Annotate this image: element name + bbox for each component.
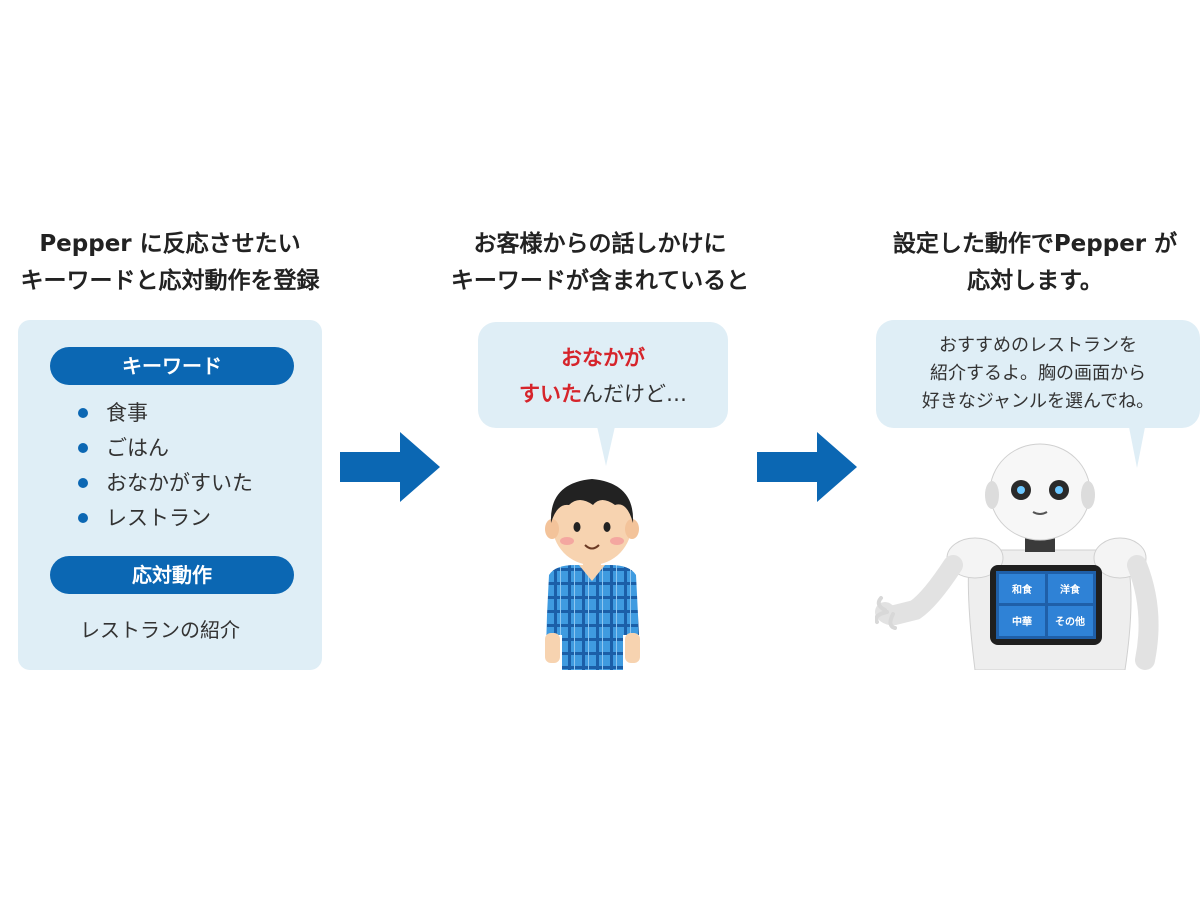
- tablet-cell: 洋食: [1060, 583, 1081, 596]
- speech-text: んだけど…: [582, 382, 687, 406]
- speech-line: 好きなジャンルを選んでね。: [921, 391, 1155, 412]
- step2-heading-line2: キーワードが含まれていると: [450, 268, 750, 294]
- response-pill: 応対動作: [50, 556, 294, 594]
- bullet-icon: [78, 513, 88, 523]
- bullet-icon: [78, 478, 88, 488]
- bullet-icon: [78, 408, 88, 418]
- customer-speech-bubble: おなかが すいたんだけど…: [478, 322, 728, 466]
- speech-line: 紹介するよ。胸の画面から: [930, 363, 1146, 384]
- keyword-text: ごはん: [106, 436, 169, 460]
- step1-heading-line2: キーワードと応対動作を登録: [20, 268, 320, 294]
- pepper-speech-bubble: おすすめのレストランを 紹介するよ。胸の画面から 好きなジャンルを選んでね。: [876, 320, 1200, 468]
- keyword-text: おなかがすいた: [106, 471, 253, 495]
- step1-heading-line1: Pepper に反応させたい: [39, 231, 301, 257]
- highlight-keyword: おなかが: [561, 346, 645, 370]
- registration-panel: キーワード 食事 ごはん おなかがすいた レストラン 応対動作 レストランの紹介: [18, 320, 322, 670]
- customer-illustration: [545, 479, 640, 670]
- right-arrow-icon: [757, 432, 857, 502]
- speech-line: おすすめのレストランを: [939, 335, 1137, 356]
- response-text: レストランの紹介: [80, 618, 240, 642]
- keyword-text: 食事: [106, 401, 148, 425]
- keyword-item: レストラン: [76, 501, 253, 536]
- speech-tail: [1128, 422, 1146, 468]
- right-arrow-icon: [340, 432, 440, 502]
- speech-tail: [596, 422, 616, 466]
- step3-heading: 設定した動作でPepper が 応対します。: [870, 226, 1200, 300]
- keyword-list: 食事 ごはん おなかがすいた レストラン: [76, 396, 253, 536]
- pepper-robot-illustration: 和食 洋食 中華 その他: [875, 443, 1159, 670]
- tablet-cell: その他: [1055, 615, 1085, 628]
- customer-speech-text: おなかが すいたんだけど…: [478, 340, 728, 412]
- keyword-item: ごはん: [76, 431, 253, 466]
- step3-heading-line2: 応対します。: [967, 268, 1103, 294]
- keyword-pill: キーワード: [50, 347, 294, 385]
- step3-heading-line1: 設定した動作でPepper が: [892, 231, 1178, 257]
- pepper-speech-text: おすすめのレストランを 紹介するよ。胸の画面から 好きなジャンルを選んでね。: [876, 332, 1200, 416]
- tablet-cell: 中華: [1012, 615, 1032, 628]
- keyword-item: おなかがすいた: [76, 466, 253, 501]
- step1-heading: Pepper に反応させたい キーワードと応対動作を登録: [0, 226, 340, 300]
- highlight-keyword: すいた: [519, 382, 582, 406]
- keyword-item: 食事: [76, 396, 253, 431]
- bullet-icon: [78, 443, 88, 453]
- step2-heading-line1: お客様からの話しかけに: [473, 231, 727, 257]
- tablet-cell: 和食: [1011, 583, 1033, 596]
- keyword-text: レストラン: [106, 506, 211, 530]
- step2-heading: お客様からの話しかけに キーワードが含まれていると: [430, 226, 770, 300]
